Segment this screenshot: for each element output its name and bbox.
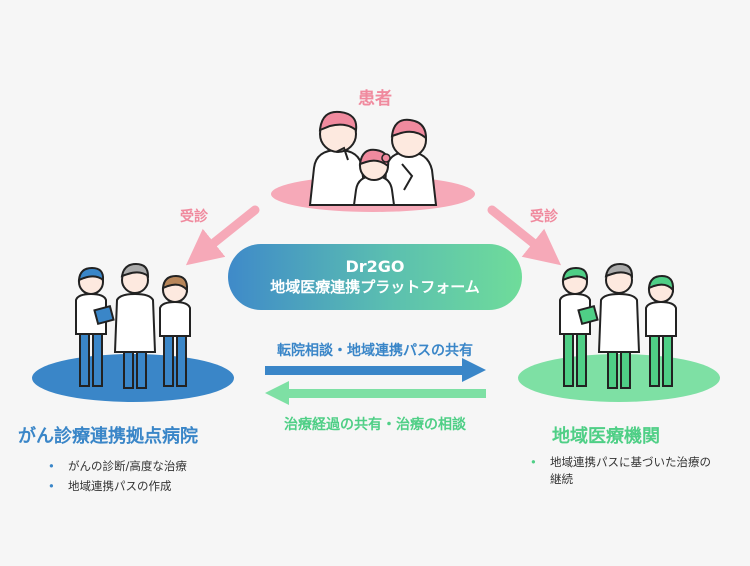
clinic-ellipse: [518, 354, 720, 402]
platform-subtitle: 地域医療連携プラットフォーム: [270, 278, 480, 296]
clinic-staff-illustration: [559, 262, 677, 389]
hospital-staff-illustration: [75, 262, 191, 389]
clinic-title: 地域医療機関: [552, 426, 660, 447]
arrow-to-hospital: [265, 381, 486, 405]
hospital-title: がん診療連携拠点病院: [18, 426, 198, 447]
hospital-bullet: がんの診断/高度な治療: [48, 456, 268, 476]
patient-family-illustration: [308, 110, 438, 206]
visit-label-right: 受診: [530, 209, 558, 225]
arrow-to-clinic: [265, 358, 486, 382]
hospital-bullets: がんの診断/高度な治療 地域連携パスの作成: [48, 456, 268, 496]
hospital-bullet: 地域連携パスの作成: [48, 476, 268, 496]
visit-arrow-right: [487, 205, 562, 266]
visit-arrow-left: [185, 205, 260, 266]
platform-banner: Dr2GO 地域医療連携プラットフォーム: [228, 244, 522, 310]
flow-label-to-hospital: 治療経過の共有・治療の相談: [284, 417, 466, 433]
patient-label: 患者: [358, 89, 392, 109]
clinic-bullet: 地域連携パスに基づいた治療の継続: [530, 454, 720, 488]
platform-name: Dr2GO: [345, 257, 405, 276]
clinic-bullets: 地域連携パスに基づいた治療の継続: [530, 454, 720, 488]
flow-label-to-clinic: 転院相談・地域連携パスの共有: [277, 343, 473, 359]
visit-label-left: 受診: [180, 209, 208, 225]
